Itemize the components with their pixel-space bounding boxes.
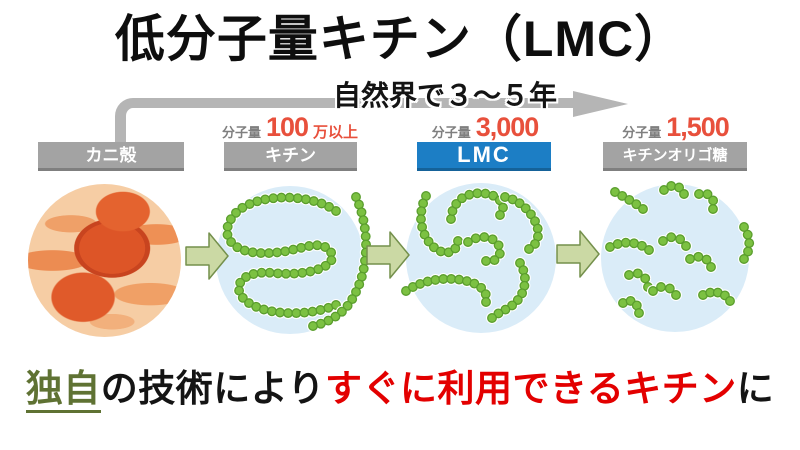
bottom-message-middle: の技術により: [100, 368, 325, 409]
mw-value: 100: [265, 112, 309, 142]
flow-arrow-icon: [556, 230, 600, 278]
molecule-circle: [601, 184, 749, 332]
timeline-duration-label: 自然界で３～５年: [332, 80, 557, 111]
stage-box-lmc: LMC: [417, 142, 551, 171]
flow-arrow-icon: [366, 231, 410, 279]
bottom-message-olive: 独自: [25, 368, 101, 413]
molecule-circle: [216, 186, 364, 334]
lmc-molecule-chains: [400, 187, 544, 324]
mw-value: 1,500: [666, 112, 730, 142]
page-title: 低分子量キチン（LMC）: [114, 11, 686, 67]
mw-annotation-lmc: 分子量 3,000: [395, 112, 575, 141]
bottom-message-red: すぐに利用できるキチン: [325, 368, 737, 409]
oligo-molecule-chains: [604, 180, 756, 319]
mw-annotation-chitin: 分子量 100 万以上: [195, 112, 385, 141]
mw-label: 分子量: [622, 125, 662, 140]
timeline-arrow-shaft: [115, 98, 573, 144]
stage-box-oligo: キチンオリゴ糖: [603, 142, 747, 171]
mw-label: 分子量: [431, 125, 471, 140]
mw-label: 分子量: [221, 125, 261, 140]
mw-suffix: 万以上: [313, 124, 359, 141]
bottom-message: 独自の技術によりすぐに利用できるキチンに: [0, 366, 800, 413]
bottom-message-tail: に: [736, 368, 775, 409]
crab-photo: [28, 184, 181, 337]
mw-annotation-oligo: 分子量 1,500: [588, 112, 763, 141]
chitin-molecule-chains: [221, 191, 372, 332]
stage-box-crab-shell: カニ殻: [38, 142, 184, 171]
stage-box-chitin: キチン: [224, 142, 357, 171]
timeline-arrowhead-icon: [573, 91, 628, 117]
flow-arrow-icon: [185, 232, 229, 280]
mw-value: 3,000: [475, 112, 540, 142]
